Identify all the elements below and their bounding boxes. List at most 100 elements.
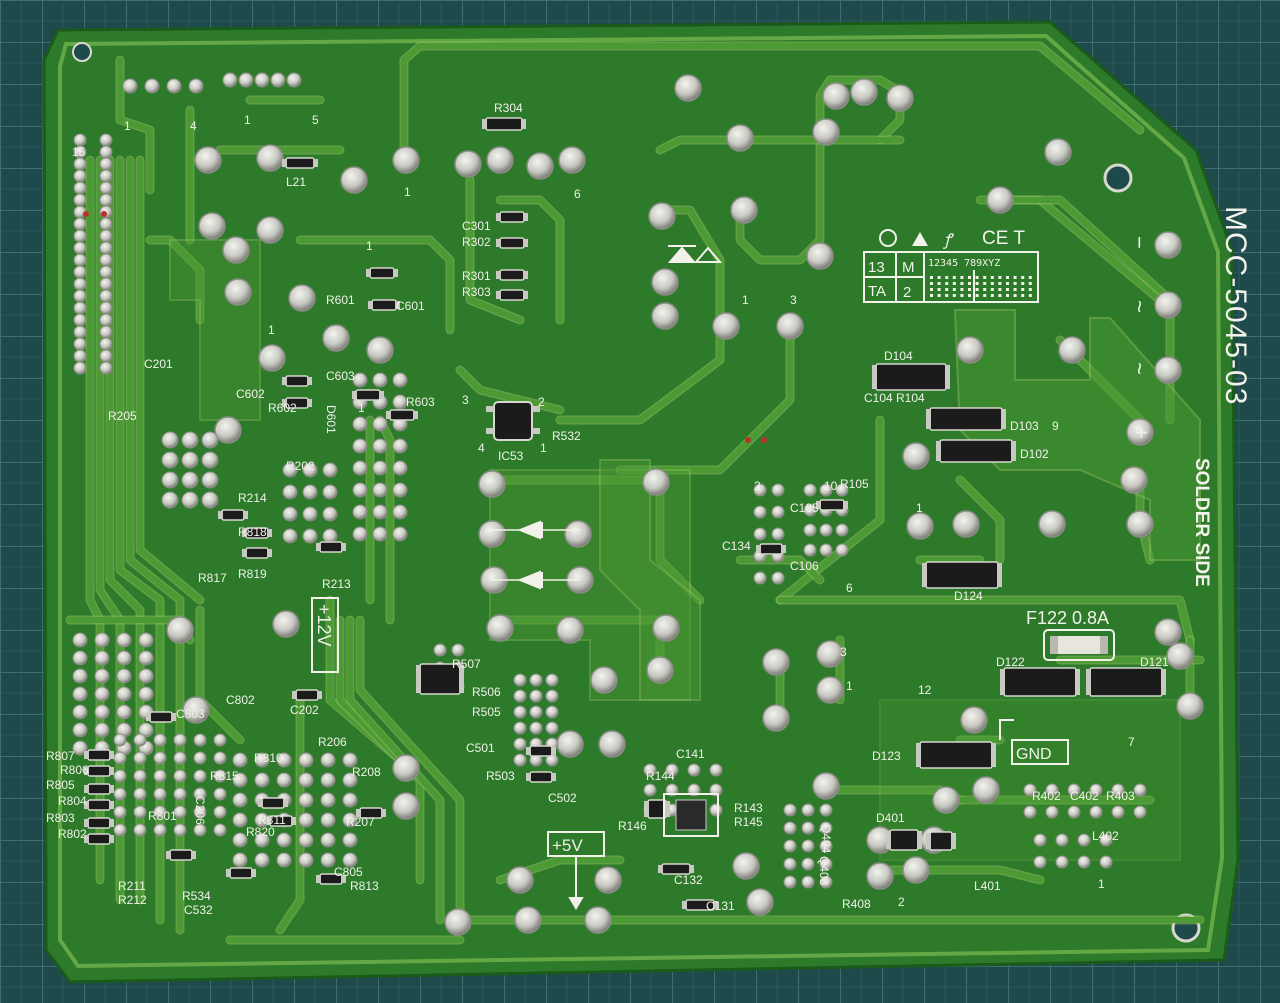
date-code-dots <box>930 276 1032 297</box>
ref-label-r213: R213 <box>322 577 351 591</box>
pin-label: 1 <box>540 441 547 455</box>
fuse-f122 <box>1043 629 1115 661</box>
silkscreen-main: MCC-5045-03 SOLDER SIDE F122 0.8A +12V +… <box>314 206 1252 855</box>
ref-label-r104: R104 <box>896 391 925 405</box>
ref-label-c502: C502 <box>548 791 577 805</box>
ref-label-r304: R304 <box>494 101 523 115</box>
ref-label-q404: Q404 <box>819 824 833 854</box>
pin-label: 1 <box>846 679 853 693</box>
ref-label-r803: R803 <box>46 811 75 825</box>
ref-label-r208: R208 <box>352 765 381 779</box>
ic53-chip <box>486 401 540 441</box>
red-dots <box>83 211 767 443</box>
ref-label-c106: C106 <box>790 559 819 573</box>
ref-label-r817: R817 <box>198 571 227 585</box>
ref-label-r811: R811 <box>258 813 286 827</box>
pin-label: 1 <box>1098 877 1105 891</box>
ref-label-c532: C532 <box>184 903 213 917</box>
ref-label-r143: R143 <box>734 801 763 815</box>
date-code-box <box>863 251 1039 303</box>
date-code-r1-left: 13 <box>868 259 885 276</box>
ref-label-d601: D601 <box>324 405 338 434</box>
ref-label-r603: R603 <box>406 395 435 409</box>
ref-label-d121: D121 <box>1140 655 1169 669</box>
rail-gnd-label: GND <box>1016 746 1052 763</box>
ref-label-r806: R806 <box>60 763 89 777</box>
ref-label-r534: R534 <box>182 889 211 903</box>
ref-label-r206: R206 <box>318 735 347 749</box>
safety-marks: ꝭ <box>879 229 954 249</box>
ref-label-r105: R105 <box>840 477 869 491</box>
ref-label-r145: R145 <box>734 815 763 829</box>
ref-label-r807: R807 <box>46 749 75 763</box>
terminal-mark-plus: + <box>1129 426 1154 439</box>
pin-label: 1 <box>366 239 373 253</box>
pin-label: 1 <box>742 293 749 307</box>
smd-components <box>84 117 1166 911</box>
solder-pads <box>72 72 1204 936</box>
ref-label-r506: R506 <box>472 685 501 699</box>
rail-label-boxes <box>311 597 1069 910</box>
ref-label-c134: C134 <box>722 539 751 553</box>
pin-label: 6 <box>574 187 581 201</box>
ref-label-d124: D124 <box>954 589 983 603</box>
ref-label-r813: R813 <box>350 879 379 893</box>
ref-label-r144: R144 <box>646 769 675 783</box>
pin-label: 7 <box>1128 735 1135 749</box>
ref-label-d103: D103 <box>1010 419 1039 433</box>
pin-label: 12 <box>918 683 932 697</box>
ref-label-r408: R408 <box>842 897 871 911</box>
ul-mark-glyph: ꝭ <box>942 232 954 249</box>
ref-label-d104: D104 <box>884 349 913 363</box>
ref-label-r805: R805 <box>46 778 75 792</box>
pin-label: 4 <box>478 441 485 455</box>
ref-label-r820: R820 <box>246 825 275 839</box>
ref-label-r214: R214 <box>238 491 267 505</box>
terminal-mark-minus: − <box>1127 236 1152 249</box>
ref-label-r802: R802 <box>58 827 87 841</box>
ref-label-r818: R818 <box>238 525 267 539</box>
pin-label: 1 <box>916 501 923 515</box>
solder-side-label: SOLDER SIDE <box>1191 458 1212 587</box>
ref-label-r505: R505 <box>472 705 501 719</box>
ref-label-r301: R301 <box>462 269 491 283</box>
ref-label-r507: R507 <box>452 657 481 671</box>
ref-label-l401: L401 <box>974 879 1001 893</box>
pin-label: 9 <box>1052 419 1059 433</box>
pin-label: 1 <box>268 323 275 337</box>
ref-label-l402: L402 <box>1092 829 1119 843</box>
board-model: MCC-5045-03 <box>1219 206 1252 405</box>
pin-label: 10 <box>824 479 838 493</box>
pin-label: 1 <box>404 185 411 199</box>
ref-label-c601: C601 <box>396 299 425 313</box>
pin-label: 2 <box>754 479 761 493</box>
fuse-label: F122 0.8A <box>1026 608 1109 628</box>
pin-label: 2 <box>538 395 545 409</box>
date-code-r2-left: TA <box>868 283 886 300</box>
ref-label-r202: R202 <box>286 459 315 473</box>
date-code-r2-mid: 2 <box>903 284 911 301</box>
ref-label-d102: D102 <box>1020 447 1049 461</box>
ref-label-d401: D401 <box>876 811 905 825</box>
diode-symbols <box>492 245 723 590</box>
ref-label-r602: R602 <box>268 401 297 415</box>
ref-label-c141: C141 <box>676 747 705 761</box>
ref-label-r801: R801 <box>148 809 177 823</box>
ref-label-r503: R503 <box>486 769 515 783</box>
date-code-r1-mid: M <box>902 259 915 276</box>
ref-label-c402: C402 <box>1070 789 1099 803</box>
ref-label-r303: R303 <box>462 285 491 299</box>
pin-label: 1 <box>244 113 251 127</box>
pin-label: 1 <box>124 119 131 133</box>
ref-label-c206: C206 <box>193 796 207 825</box>
ref-label-c132: C132 <box>674 873 703 887</box>
ref-label-r146: R146 <box>618 819 647 833</box>
pin-label: 3 <box>790 293 797 307</box>
ref-label-r819: R819 <box>238 567 267 581</box>
terminal-mark-ac1: ~ <box>1127 300 1152 313</box>
ref-label-c805: C805 <box>334 865 363 879</box>
ref-label-c602: C602 <box>236 387 265 401</box>
